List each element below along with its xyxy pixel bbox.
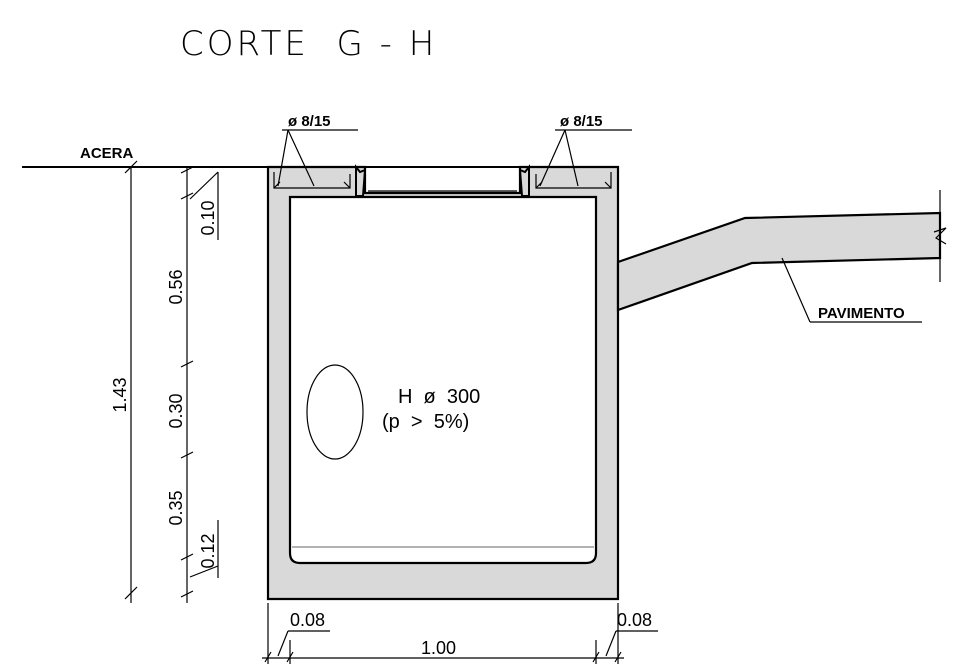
pavement-label: PAVIMENTO: [818, 305, 905, 322]
pipe-label-2: (p > 5%): [382, 411, 469, 433]
wall-right-leader: [605, 630, 617, 657]
total-height-tick-bottom: [124, 586, 138, 600]
tick-6: [180, 590, 194, 598]
tick-5: [180, 166, 194, 174]
rebar-right-arrow2: [564, 129, 579, 187]
tick-4: [180, 553, 194, 561]
frame-left: [355, 164, 367, 197]
dim-d2-label: 0.56: [166, 269, 186, 304]
dim-d4-label: 0.35: [166, 490, 186, 525]
width-label: 1.00: [421, 638, 456, 658]
section-title: CORTE G - H: [180, 24, 437, 64]
dim-d5-label: 0.12: [198, 533, 218, 568]
break-symbol: [933, 227, 947, 245]
rebar-left-label: ø 8/15: [288, 113, 331, 130]
sidewalk-label: ACERA: [80, 145, 134, 162]
rebar-left-arrow1: [277, 129, 289, 187]
pipe-label-1: H ø 300: [398, 386, 480, 408]
dim-d3-label: 0.30: [166, 393, 186, 428]
dim-d1-leader: [189, 171, 219, 200]
rebar-right: [535, 172, 612, 189]
tick-1: [180, 192, 194, 200]
frame-right: [518, 164, 530, 197]
tick-3: [180, 451, 194, 459]
wall-left-leader: [277, 630, 289, 657]
total-height-label: 1.43: [110, 377, 130, 412]
rebar-left-arrow2: [287, 129, 315, 187]
rebar-right-arrow1: [539, 129, 566, 187]
wall-right-label: 0.08: [617, 610, 652, 630]
pavement-leader: [781, 257, 811, 323]
total-height-tick-top: [124, 160, 138, 174]
wall-left-label: 0.08: [290, 610, 325, 630]
tick-2: [180, 360, 194, 368]
rebar-left: [273, 172, 351, 189]
pipe-opening: [306, 364, 364, 460]
rebar-right-label: ø 8/15: [560, 113, 603, 130]
concrete-box: [266, 165, 620, 601]
dim-d5-leader: [189, 565, 219, 578]
pavement-slab: [616, 211, 942, 312]
dim-d1-label: 0.10: [198, 200, 218, 235]
